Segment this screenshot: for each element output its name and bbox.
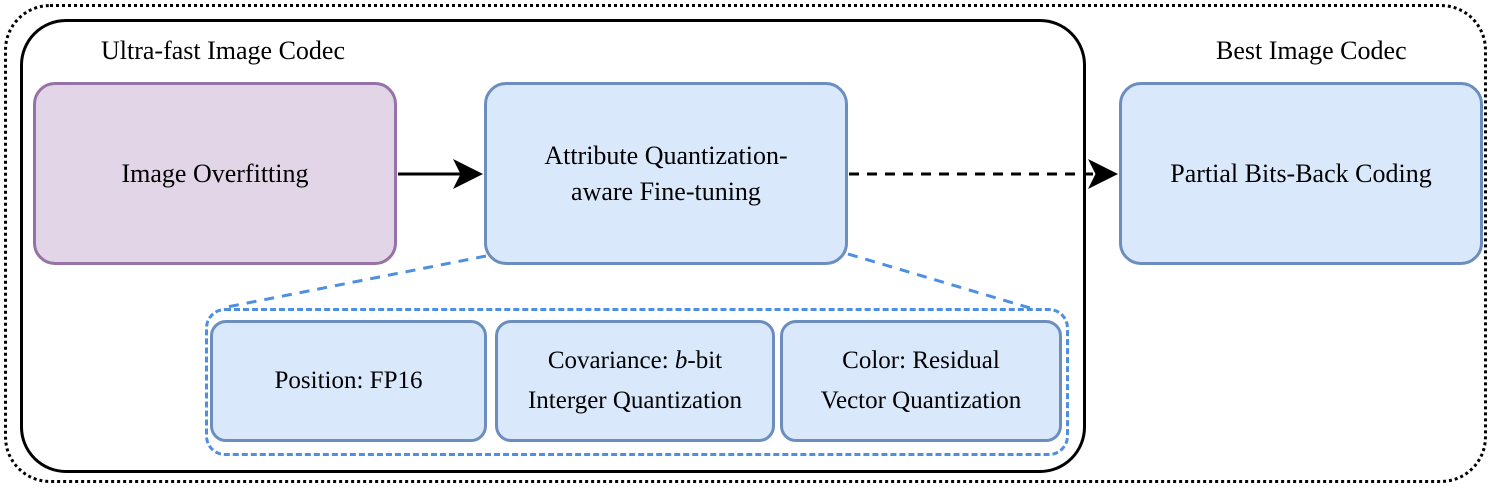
bits-back-coding-text: Partial Bits-Back Coding <box>1170 158 1432 188</box>
covariance-line1-prefix: Covariance: <box>547 347 675 374</box>
image-overfitting-node: Image Overfitting <box>33 82 397 265</box>
covariance-line1-italic: b <box>674 347 688 374</box>
covariance-line1: Covariance: b-bit <box>528 341 742 381</box>
color-line1: Color: Residual <box>842 347 1000 374</box>
finetuning-line2: aware Fine-tuning <box>571 176 761 206</box>
color-line2: Vector Quantization <box>820 387 1022 414</box>
image-overfitting-text: Image Overfitting <box>121 158 309 188</box>
finetuning-node: Attribute Quantization- aware Fine-tunin… <box>484 82 848 265</box>
ultra-fast-codec-frame <box>20 19 1086 473</box>
covariance-line1-suffix: -bit <box>687 347 723 374</box>
position-node: Position: FP16 <box>210 320 487 442</box>
attribute-quantization-group <box>205 308 1069 456</box>
covariance-node: Covariance: b-bit Interger Quantization <box>495 320 775 442</box>
best-codec-frame <box>4 4 1487 483</box>
ultra-fast-codec-label: Ultra-fast Image Codec <box>101 36 346 65</box>
best-codec-label: Best Image Codec <box>1216 36 1407 65</box>
position-text: Position: FP16 <box>274 367 423 394</box>
color-node: Color: Residual Vector Quantization <box>780 320 1062 442</box>
covariance-line2: Interger Quantization <box>527 387 743 414</box>
bits-back-coding-node: Partial Bits-Back Coding <box>1119 82 1483 265</box>
finetuning-line1: Attribute Quantization- <box>544 140 788 170</box>
